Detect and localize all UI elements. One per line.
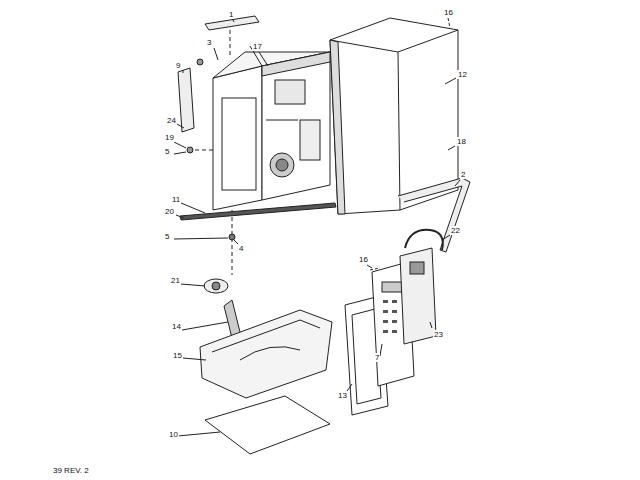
callout-number: 13 — [337, 391, 348, 400]
callout-number: 2 — [460, 170, 466, 179]
callout-number: 16 — [358, 255, 369, 264]
callout-number: 19 — [164, 133, 175, 142]
callout-number: 16 — [443, 8, 454, 17]
callout-number: 5 — [164, 232, 170, 241]
callout-number: 17 — [252, 42, 263, 51]
callout-number: 23 — [433, 330, 444, 339]
callout-number: 18 — [456, 137, 467, 146]
callout-number: 20 — [164, 207, 175, 216]
callout-number: 14 — [171, 322, 182, 331]
callout-number: 7 — [374, 353, 380, 362]
callout-number: 11 — [171, 195, 181, 204]
callout-number: 4 — [238, 244, 244, 253]
callout-number: 24 — [166, 116, 177, 125]
callout-number: 5 — [164, 147, 170, 156]
callout-number: 12 — [457, 70, 468, 79]
callout-number: 1 — [228, 10, 234, 19]
callout-number: 9 — [175, 61, 181, 70]
callout-number: 22 — [450, 226, 461, 235]
callout-number: 21 — [170, 276, 181, 285]
callout-number: 3 — [206, 38, 212, 47]
callout-number: 10 — [168, 430, 179, 439]
callout-number: 15 — [172, 351, 183, 360]
revision-note: 39 REV. 2 — [52, 466, 90, 475]
